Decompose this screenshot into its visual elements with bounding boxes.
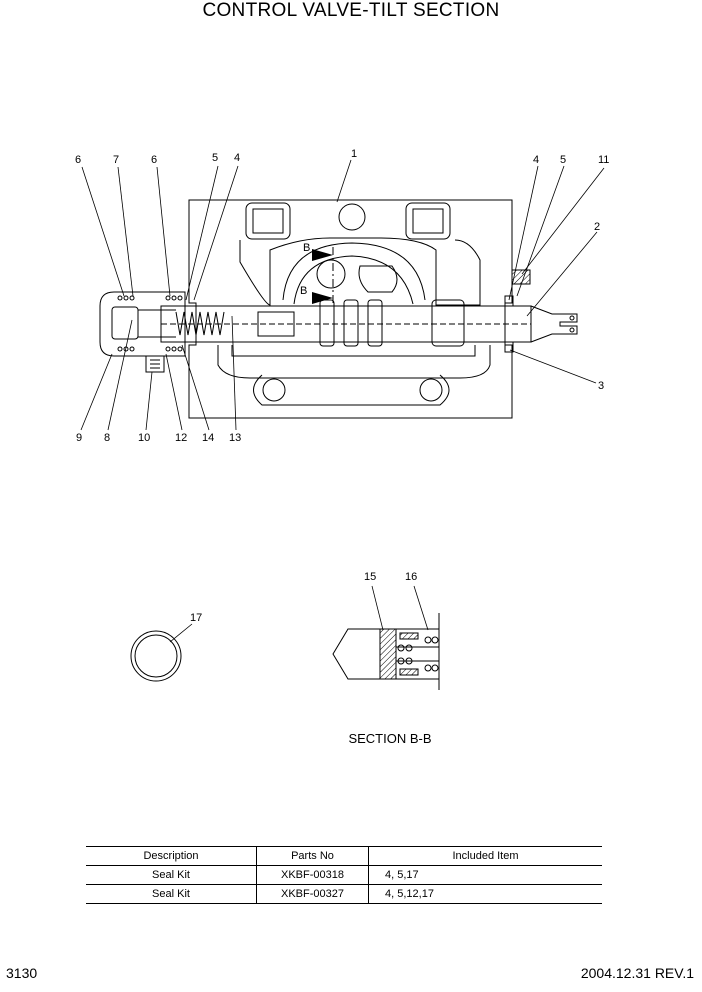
section-marker-2: B — [300, 285, 307, 297]
plug-body — [379, 628, 397, 680]
callout-14: 14 — [202, 432, 214, 444]
callout-8: 8 — [104, 432, 110, 444]
cap-bolt — [145, 355, 165, 373]
callout-3: 3 — [598, 380, 604, 392]
callout-5-left: 5 — [212, 152, 218, 164]
header-description: Description — [86, 846, 257, 866]
port-right-inner — [412, 208, 444, 234]
lower-passage — [217, 345, 491, 379]
callout-6-left: 6 — [75, 154, 81, 166]
callout-4-right: 4 — [533, 154, 539, 166]
valve-body — [188, 199, 513, 419]
table-header-row: Description Parts No Included Item — [86, 846, 602, 866]
callout-9: 9 — [76, 432, 82, 444]
mount-hole-left — [262, 378, 286, 402]
callout-10: 10 — [138, 432, 150, 444]
spool-land-2 — [343, 299, 359, 347]
spool-eye — [530, 305, 578, 343]
gallery-outline — [239, 237, 481, 306]
mount-hole-right — [419, 378, 443, 402]
oring-17-outer — [130, 630, 182, 682]
spool-land-4 — [431, 299, 465, 347]
callout-12: 12 — [175, 432, 187, 444]
revision-date: 2004.12.31 REV.1 — [580, 965, 694, 981]
callout-2: 2 — [594, 221, 600, 233]
spring-cap — [99, 291, 186, 357]
cell-parts-no: XKBF-00318 — [256, 865, 369, 885]
inner-passage — [282, 242, 426, 301]
seal-kit-table: Description Parts No Included Item Seal … — [86, 846, 602, 904]
spool-land-1 — [319, 299, 335, 347]
section-marker-1: B — [303, 242, 310, 254]
port-left — [245, 202, 291, 240]
port-left-inner — [252, 208, 284, 234]
mount-flange — [253, 374, 450, 406]
callout-17: 17 — [190, 612, 202, 624]
spring-retainer — [111, 306, 139, 340]
section-label: SECTION B-B — [348, 731, 432, 746]
oring-17-inner — [134, 634, 178, 678]
callout-16: 16 — [405, 571, 417, 583]
port-right — [405, 202, 451, 240]
callout-15: 15 — [364, 571, 376, 583]
callout-1: 1 — [351, 148, 357, 160]
page-title: CONTROL VALVE-TILT SECTION — [202, 0, 500, 21]
callout-6-mid: 6 — [151, 154, 157, 166]
spring — [175, 311, 225, 336]
callout-7: 7 — [113, 154, 119, 166]
cell-included-item: 4, 5,17 — [368, 865, 602, 885]
callout-13: 13 — [229, 432, 241, 444]
kidney-port — [358, 265, 398, 293]
callout-4-left: 4 — [234, 152, 240, 164]
callout-11: 11 — [598, 154, 609, 166]
lower-passage-2 — [231, 345, 476, 357]
cell-description: Seal Kit — [86, 884, 257, 904]
header-parts-no: Parts No — [256, 846, 369, 866]
inner-passage-2 — [293, 255, 414, 305]
cell-included-item: 4, 5,12,17 — [368, 884, 602, 904]
cell-parts-no: XKBF-00327 — [256, 884, 369, 904]
page-number: 3130 — [6, 965, 38, 981]
center-port — [316, 259, 346, 289]
top-boss — [338, 203, 366, 231]
plug-tip — [332, 628, 380, 680]
table-row: Seal Kit XKBF-00327 4, 5,12,17 — [86, 884, 602, 904]
spool-groove — [257, 311, 295, 337]
spool-land-3 — [367, 299, 383, 347]
section-arrow-lower — [312, 292, 333, 304]
callout-5-right: 5 — [560, 154, 566, 166]
header-included-item: Included Item — [368, 846, 602, 866]
table-row: Seal Kit XKBF-00318 4, 5,17 — [86, 865, 602, 885]
section-arrow-upper — [312, 249, 333, 261]
cell-description: Seal Kit — [86, 865, 257, 885]
